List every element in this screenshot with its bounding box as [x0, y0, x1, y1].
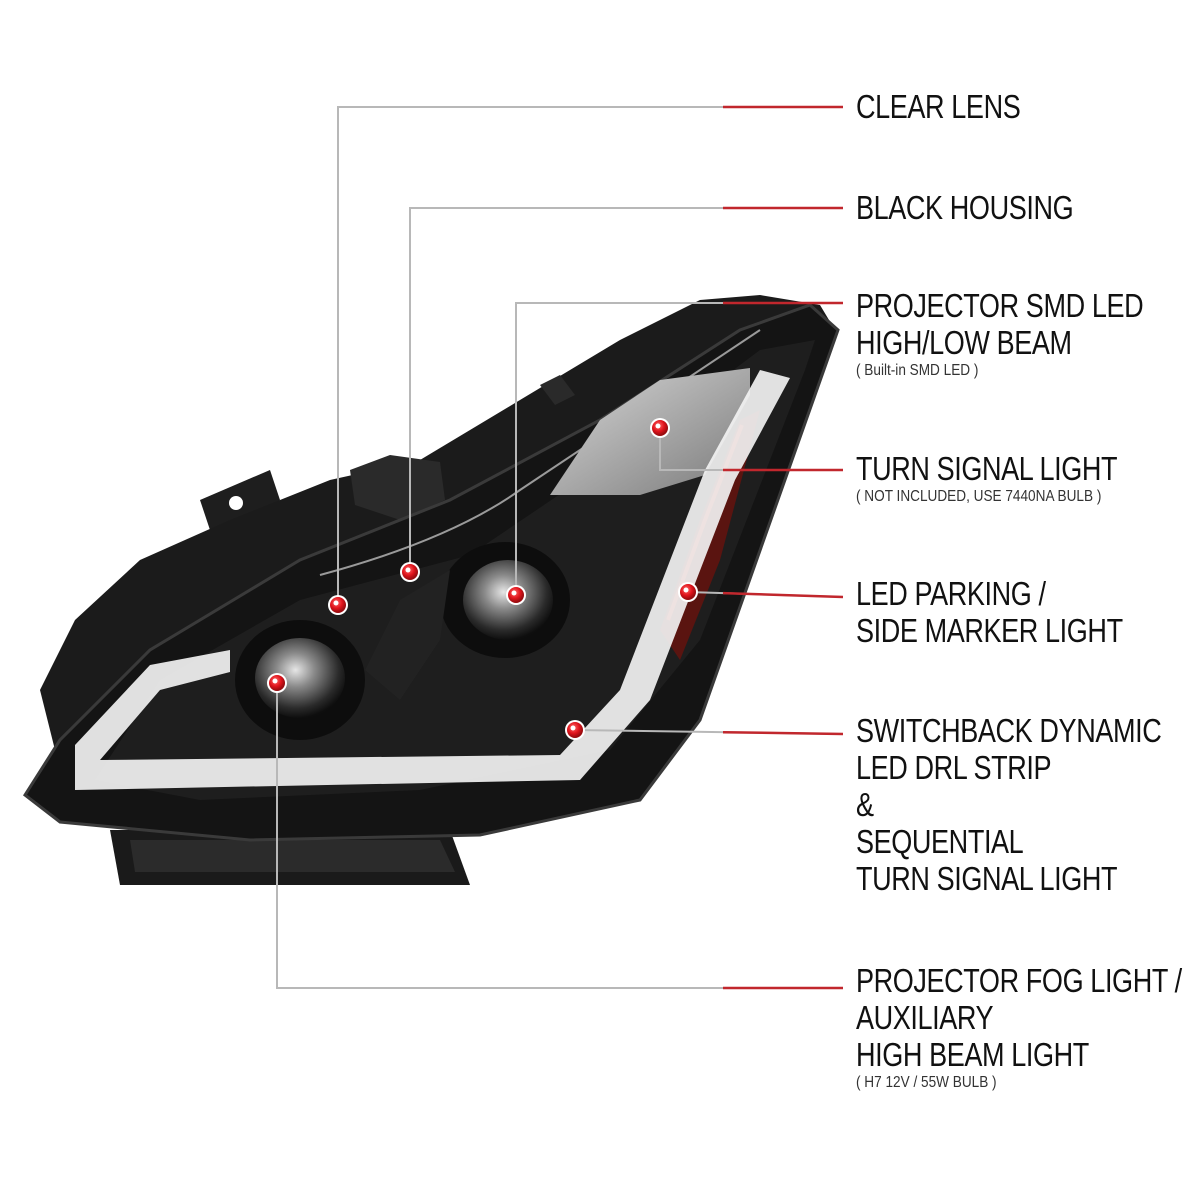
callout-dot-highlight-projector-fog — [272, 678, 278, 684]
leader-line-clear-lens — [337, 106, 843, 605]
callout-dot-highlight-led-parking — [683, 587, 689, 593]
callout-dot-switchback-drl — [567, 722, 583, 738]
top-connector — [350, 455, 445, 520]
callout-dot-turn-signal-light — [652, 420, 668, 436]
callout-dot-highlight-switchback-drl — [570, 725, 576, 731]
callout-dot-clear-lens — [330, 597, 346, 613]
callout-label-switchback-drl: SWITCHBACK DYNAMIC LED DRL STRIP & SEQUE… — [856, 712, 1162, 897]
callout-dot-led-parking — [680, 584, 696, 600]
callout-label-led-parking: LED PARKING / SIDE MARKER LIGHT — [856, 575, 1123, 649]
headlight-illustration — [22, 295, 840, 885]
callout-dot-highlight-clear-lens — [333, 600, 339, 606]
callout-label-clear-lens: CLEAR LENS — [856, 88, 1021, 125]
leader-tail-led-parking — [722, 591, 844, 599]
callout-dot-highlight-projector-smd-led — [511, 590, 517, 596]
callout-dot-highlight-turn-signal-light — [655, 423, 661, 429]
callout-dot-black-housing — [402, 564, 418, 580]
callout-leaders — [276, 105, 844, 990]
turn-signal-lens — [550, 368, 750, 495]
leader-tail-switchback-drl — [722, 730, 844, 736]
callout-dot-highlight-black-housing — [405, 567, 411, 573]
callout-label-projector-fog: PROJECTOR FOG LIGHT / AUXILIARY HIGH BEA… — [856, 962, 1182, 1091]
callout-label-black-housing: BLACK HOUSING — [856, 189, 1074, 226]
leader-line-black-housing — [409, 207, 843, 572]
leader-line-projector-fog — [276, 683, 843, 989]
callout-label-turn-signal: TURN SIGNAL LIGHT ( NOT INCLUDED, USE 74… — [856, 450, 1118, 505]
callout-dots — [267, 418, 698, 740]
callout-dot-projector-fog — [269, 675, 285, 691]
callout-label-projector-smd-led: PROJECTOR SMD LED HIGH/LOW BEAM ( Built-… — [856, 287, 1144, 379]
callout-dot-projector-smd-led — [508, 587, 524, 603]
